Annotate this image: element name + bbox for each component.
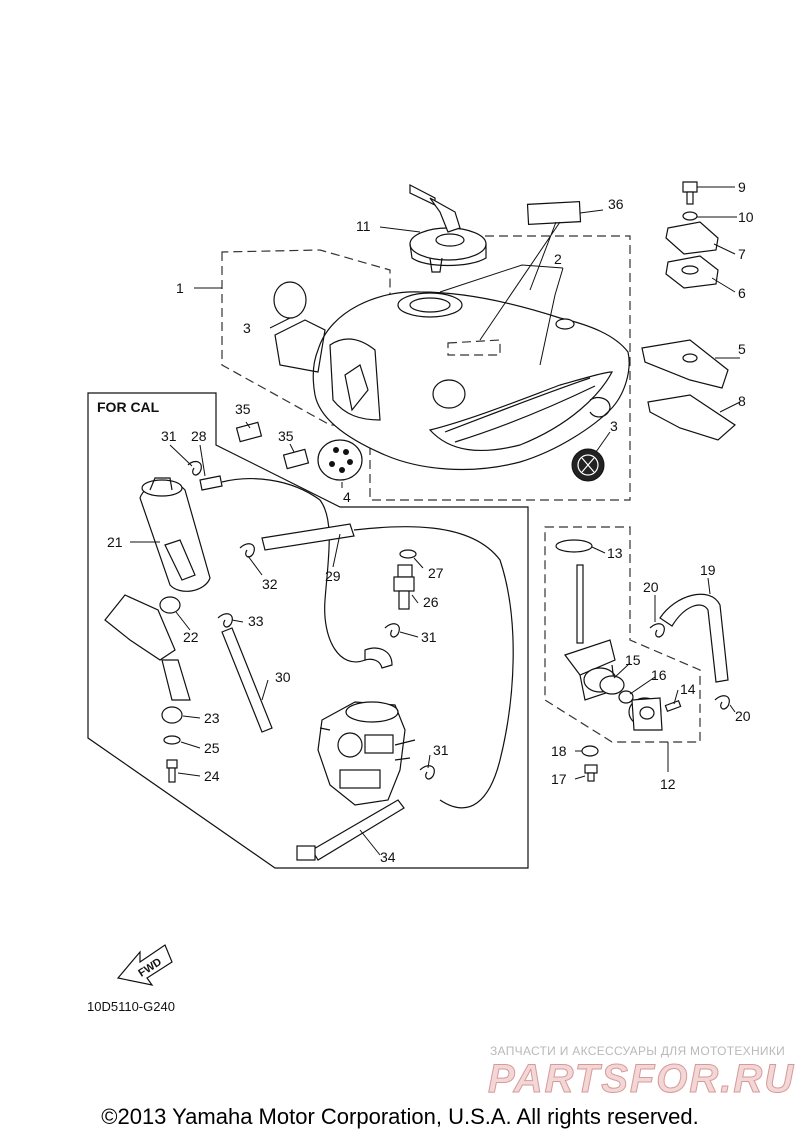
callout-33: 33 — [248, 613, 264, 629]
callout-3-left: 3 — [243, 320, 251, 336]
callout-15: 15 — [625, 652, 641, 668]
watermark-brand: PARTSFOR.RU — [488, 1057, 795, 1101]
part-5-bracket — [641, 339, 729, 389]
watermark: ЗАПЧАСТИ И АКСЕССУАРЫ ДЛЯ МОТОТЕХНИКИ PA… — [488, 1044, 795, 1102]
callout-8: 8 — [738, 393, 746, 409]
part-3-emblem-left — [273, 281, 307, 319]
callout-6: 6 — [738, 285, 746, 301]
callout-9: 9 — [738, 179, 746, 195]
carburetor — [317, 701, 416, 806]
callout-3-right: 3 — [610, 418, 618, 434]
callout-20-a: 20 — [643, 579, 659, 595]
dashed-group-cock — [544, 526, 701, 743]
callout-23: 23 — [204, 710, 220, 726]
callout-14: 14 — [680, 681, 696, 697]
callout-31-c: 31 — [433, 742, 449, 758]
callout-35-b: 35 — [278, 428, 294, 444]
part-20-clip-a — [649, 623, 665, 638]
part-19-hose — [659, 593, 729, 683]
part-16-o-ring — [618, 690, 634, 704]
part-15-gasket — [599, 675, 625, 695]
part-29-hose — [261, 523, 355, 551]
callout-labels: 1 2 3 3 4 5 6 7 8 9 10 11 12 13 14 15 16… — [107, 179, 754, 865]
part-31-clip-a — [187, 460, 202, 476]
part-11-fuel-cap — [409, 184, 487, 273]
callout-25: 25 — [204, 740, 220, 756]
part-32-clip — [239, 543, 255, 558]
callout-18: 18 — [551, 743, 567, 759]
callout-36: 36 — [608, 196, 624, 212]
part-7-bracket — [665, 221, 719, 255]
callout-4: 4 — [343, 489, 351, 505]
part-8-pad — [647, 394, 736, 441]
callout-22: 22 — [183, 629, 199, 645]
callout-31-b: 31 — [421, 629, 437, 645]
part-25-washer — [163, 735, 181, 745]
tank-pad-left — [274, 319, 326, 373]
part-33-clip — [217, 613, 233, 628]
part-27-o-ring — [399, 549, 417, 559]
part-34-cable-tie — [296, 799, 405, 861]
callout-20-b: 20 — [735, 708, 751, 724]
for-cal-label: FOR CAL — [97, 399, 160, 415]
part-18-washer — [581, 745, 599, 757]
callout-34: 34 — [380, 849, 396, 865]
part-17-drain-bolt — [584, 764, 598, 782]
callout-12: 12 — [660, 776, 676, 792]
callout-35-a: 35 — [235, 401, 251, 417]
part-35-pad-b — [282, 448, 310, 470]
part-35-pad-a — [235, 421, 263, 443]
part-31-clip-c — [419, 765, 435, 780]
callout-1: 1 — [176, 280, 184, 296]
callout-24: 24 — [204, 768, 220, 784]
callout-28: 28 — [191, 428, 207, 444]
callout-11: 11 — [356, 218, 371, 234]
part-13-gasket — [555, 539, 593, 553]
part-21-canister — [139, 477, 211, 592]
callout-19: 19 — [700, 562, 716, 578]
part-30-hose — [221, 627, 273, 733]
copyright-notice: ©2013 Yamaha Motor Corporation, U.S.A. A… — [101, 1104, 699, 1129]
part-36-label — [526, 201, 582, 225]
part-4-damper — [317, 439, 363, 481]
callout-29: 29 — [325, 568, 341, 584]
part-26-valve — [393, 564, 415, 610]
part-14-lever — [628, 697, 663, 731]
diagram-reference-code: 10D5110-G240 — [87, 999, 175, 1014]
callout-21: 21 — [107, 534, 123, 550]
part-10-washer — [682, 211, 698, 221]
part-28-hose — [199, 475, 223, 491]
callout-27: 27 — [428, 565, 444, 581]
part-20-clip-b — [714, 695, 730, 710]
watermark-tagline: ЗАПЧАСТИ И АКСЕССУАРЫ ДЛЯ МОТОТЕХНИКИ — [490, 1044, 785, 1058]
dashed-group-tank-right — [369, 235, 631, 501]
callout-17: 17 — [551, 771, 567, 787]
callout-2: 2 — [554, 251, 562, 267]
callout-10: 10 — [738, 209, 754, 225]
callout-31-a: 31 — [161, 428, 177, 444]
part-24-bolt — [166, 759, 178, 783]
leader-lines — [130, 186, 741, 856]
part-23-collar — [161, 706, 183, 724]
part-31-clip-b — [384, 623, 400, 638]
callout-26: 26 — [423, 594, 439, 610]
part-22-grommet — [159, 596, 181, 614]
part-6-damper — [665, 255, 719, 289]
callout-32: 32 — [262, 576, 278, 592]
fuel-tank — [312, 291, 630, 471]
callout-5: 5 — [738, 341, 746, 357]
part-3-emblem-right — [571, 448, 605, 482]
fwd-arrow-icon: FWD — [116, 944, 173, 986]
part-14-screw — [664, 700, 682, 712]
callout-16: 16 — [651, 667, 667, 683]
callout-7: 7 — [738, 246, 746, 262]
hose-end-30 — [364, 647, 393, 669]
for-cal-frame — [87, 392, 529, 869]
callout-30: 30 — [275, 669, 291, 685]
canister-bracket — [104, 594, 176, 661]
callout-13: 13 — [607, 545, 623, 561]
part-9-bolt — [682, 181, 698, 205]
hose-line-upper — [221, 478, 366, 663]
